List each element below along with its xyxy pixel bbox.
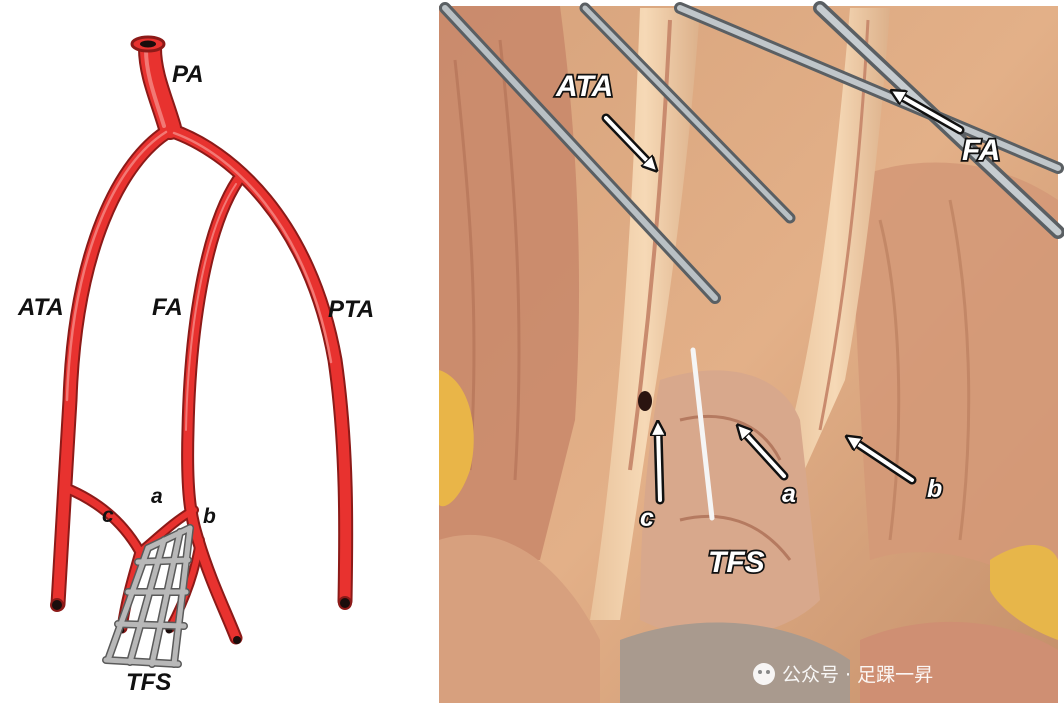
diagram-label-a: a	[151, 485, 163, 508]
fat-pad-right	[990, 545, 1058, 640]
fa-tissue	[780, 8, 890, 480]
arrow-ata	[604, 116, 652, 166]
heel-tissue	[860, 621, 1058, 703]
diagram-label-fa: FA	[152, 294, 183, 321]
forceps	[439, 1, 1064, 304]
right-muscle	[850, 162, 1058, 600]
photo-label-fa: FA	[962, 134, 1000, 167]
photo-label-tfs: TFS	[708, 546, 765, 579]
photo-label-ata: ATA	[555, 70, 613, 103]
c-vessel-opening	[638, 391, 652, 411]
photo-arrows	[601, 94, 965, 505]
pta-end	[338, 596, 352, 610]
lower-tissue	[439, 534, 600, 703]
arrow-c	[658, 428, 660, 502]
diagram-label-tfs: TFS	[126, 669, 171, 696]
arrow-a	[742, 430, 786, 478]
diagram-label-pa: PA	[172, 61, 204, 88]
photo-label-b: b	[927, 475, 942, 503]
photo-label-a: a	[782, 480, 796, 508]
arrow-fa	[897, 94, 962, 132]
k-wire	[690, 347, 715, 521]
tfs-region	[640, 370, 820, 638]
diagram-label-c: c	[102, 504, 114, 527]
watermark-text: 公众号 · 足踝一昇	[782, 664, 933, 686]
artery-diagram: PA ATA FA PTA c a b TFS	[17, 35, 374, 696]
table-surface	[620, 622, 850, 703]
arrow-b	[852, 440, 914, 482]
wechat-icon	[753, 663, 775, 685]
fat-pad-left	[439, 370, 474, 507]
watermark: 公众号 · 足踝一昇	[753, 663, 933, 686]
ata-tissue	[590, 8, 700, 620]
tfs-plate	[102, 524, 194, 668]
diagram-label-b: b	[203, 505, 216, 528]
fa-end	[233, 636, 241, 644]
diagram-label-ata: ATA	[17, 294, 64, 321]
photo-label-c: c	[640, 504, 654, 532]
dissection-photo: ATA FA c a b TFS 公众号 · 足踝一昇	[439, 1, 1064, 703]
diagram-label-pta: PTA	[328, 296, 374, 323]
ata-end	[50, 598, 64, 612]
